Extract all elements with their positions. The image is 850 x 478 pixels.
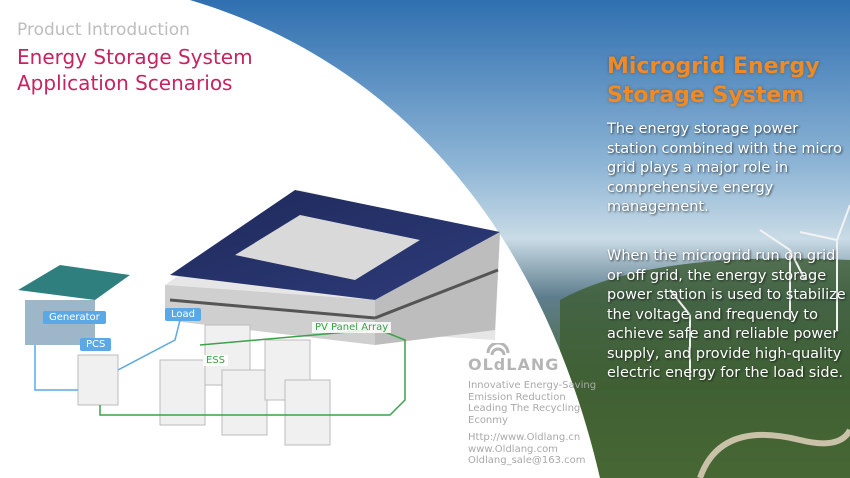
wind-turbines bbox=[669, 204, 850, 380]
label-pv-panel-array: PV Panel Array bbox=[312, 322, 392, 333]
label-generator: Generator bbox=[43, 311, 106, 324]
svg-text:OLdLANG: OLdLANG bbox=[468, 355, 558, 373]
company-logo: OLdLANG bbox=[468, 341, 558, 377]
email-link[interactable]: Oldlang_sale@163.com bbox=[468, 455, 586, 466]
title-line-2: Application Scenarios bbox=[17, 71, 233, 95]
panel-paragraph-2: When the microgrid run on grid or off gr… bbox=[607, 248, 846, 381]
slogan-line: Econmy bbox=[468, 414, 508, 426]
slogan-line: Leading The Recycling bbox=[468, 403, 581, 414]
ess-cabinets bbox=[77, 324, 331, 446]
page-title: Energy Storage System Application Scenar… bbox=[17, 44, 253, 96]
panel-title: Microgrid Energy Storage System bbox=[607, 52, 820, 110]
generator-shelter bbox=[18, 265, 130, 345]
panel-title-line-1: Microgrid Energy bbox=[607, 54, 820, 79]
label-load: Load bbox=[165, 308, 201, 321]
company-slogan: Innovative Energy-Saving Emission Reduct… bbox=[468, 380, 596, 426]
website-link[interactable]: www.Oldlang.com bbox=[468, 443, 558, 455]
panel-paragraph-1: The energy storage power station combine… bbox=[607, 121, 843, 215]
label-pcs: PCS bbox=[80, 338, 112, 351]
title-line-1: Energy Storage System bbox=[17, 45, 253, 69]
label-ess: ESS bbox=[203, 355, 229, 366]
website-link[interactable]: Http://www.Oldlang.cn bbox=[468, 432, 581, 443]
section-subtitle: Product Introduction bbox=[17, 20, 190, 40]
panel-title-line-2: Storage System bbox=[607, 83, 805, 108]
slogan-line: Emission Reduction bbox=[468, 391, 566, 403]
slogan-line: Innovative Energy-Saving bbox=[468, 380, 597, 391]
building-illustration bbox=[165, 190, 500, 345]
company-contact: Http://www.Oldlang.cn www.Oldlang.com Ol… bbox=[468, 432, 585, 467]
